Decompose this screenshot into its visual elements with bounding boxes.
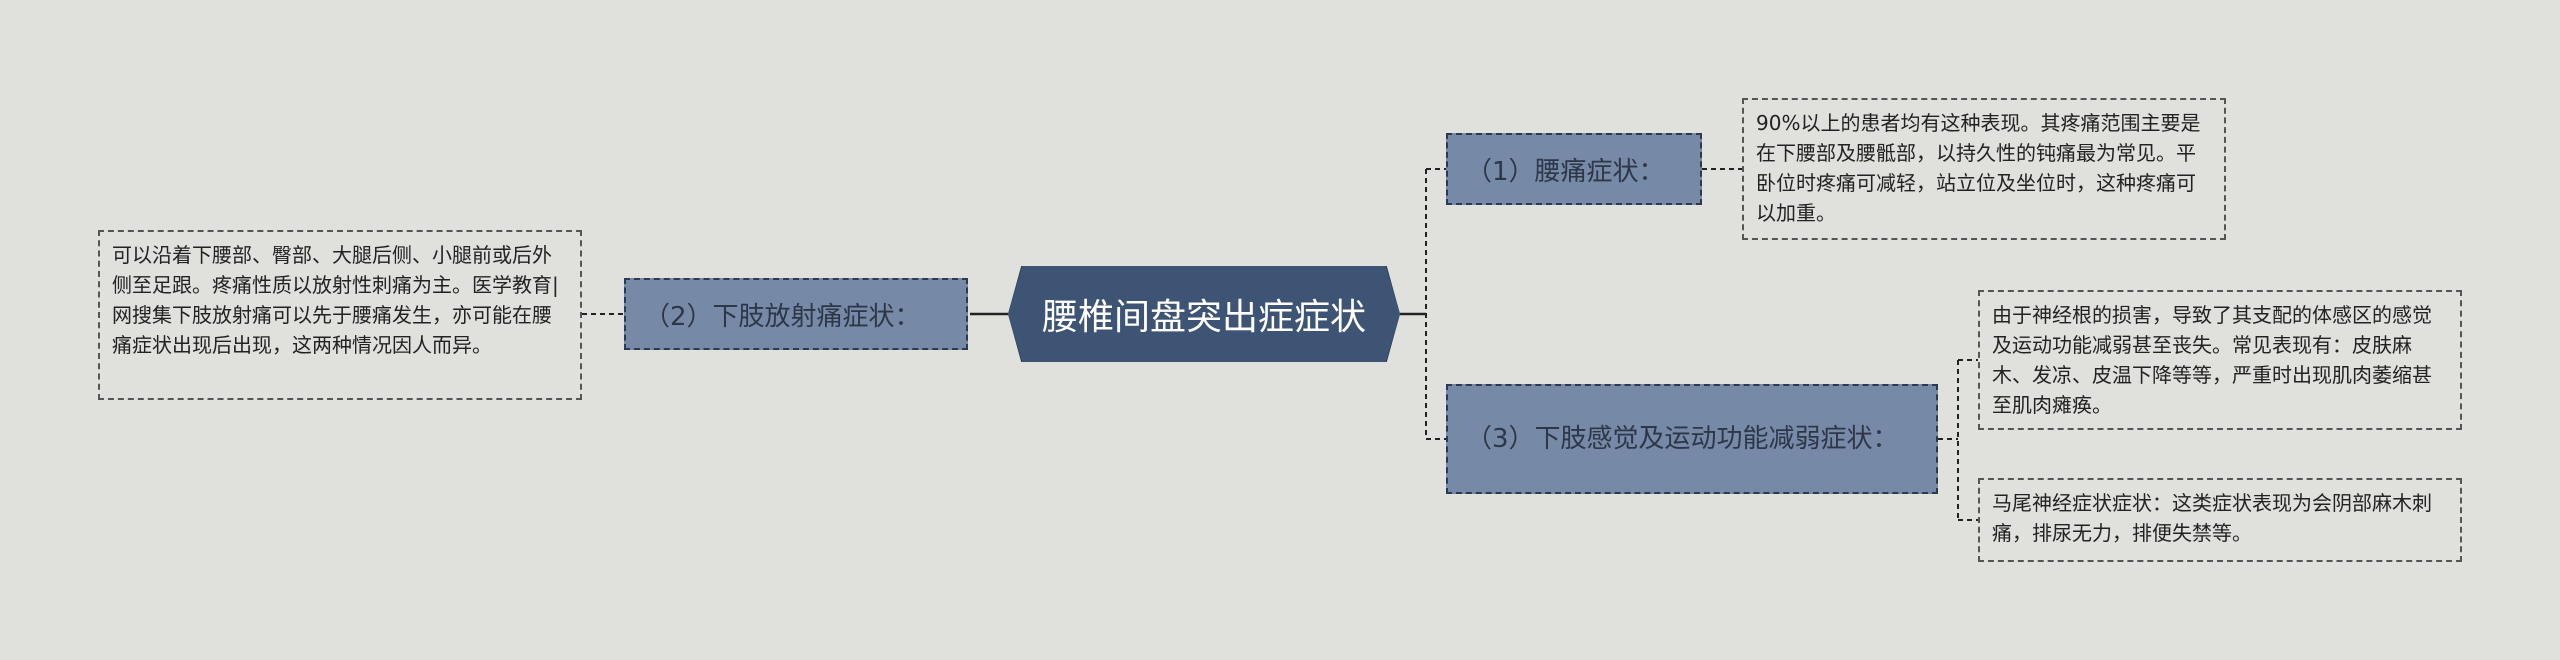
branch-back-pain[interactable]: （1）腰痛症状：: [1446, 133, 1702, 205]
branch-label: （2）下肢放射痛症状：: [644, 301, 921, 332]
leaf-text: 由于神经根的损害，导致了其支配的体感区的感觉及运动功能减弱甚至丧失。常见表现有：…: [1992, 303, 2432, 417]
branch-leg-radiating-pain[interactable]: （2）下肢放射痛症状：: [624, 278, 968, 350]
root-topic[interactable]: 腰椎间盘突出症症状: [1008, 266, 1400, 362]
leaf-text: 可以沿着下腰部、臀部、大腿后侧、小腿前或后外侧至足跟。疼痛性质以放射性刺痛为主。…: [112, 243, 559, 357]
leaf-radiating-pain-detail[interactable]: 可以沿着下腰部、臀部、大腿后侧、小腿前或后外侧至足跟。疼痛性质以放射性刺痛为主。…: [98, 230, 582, 400]
branch-label: （3）下肢感觉及运动功能减弱症状：: [1466, 424, 1899, 454]
root-label: 腰椎间盘突出症症状: [1041, 297, 1366, 338]
leaf-nerve-root-detail[interactable]: 由于神经根的损害，导致了其支配的体感区的感觉及运动功能减弱甚至丧失。常见表现有：…: [1978, 290, 2462, 430]
branch-label: （1）腰痛症状：: [1466, 156, 1665, 187]
leaf-text: 马尾神经症状症状：这类症状表现为会阴部麻木刺痛，排尿无力，排便失禁等。: [1992, 491, 2432, 545]
branch-sensory-motor-weakness[interactable]: （3）下肢感觉及运动功能减弱症状：: [1446, 384, 1938, 494]
leaf-text: 90%以上的患者均有这种表现。其疼痛范围主要是在下腰部及腰骶部，以持久性的钝痛最…: [1756, 111, 2201, 225]
leaf-back-pain-detail[interactable]: 90%以上的患者均有这种表现。其疼痛范围主要是在下腰部及腰骶部，以持久性的钝痛最…: [1742, 98, 2226, 240]
leaf-cauda-equina-detail[interactable]: 马尾神经症状症状：这类症状表现为会阴部麻木刺痛，排尿无力，排便失禁等。: [1978, 478, 2462, 562]
